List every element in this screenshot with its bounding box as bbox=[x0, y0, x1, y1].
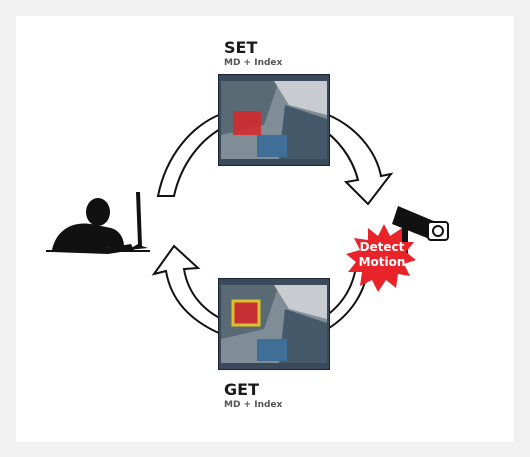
detect-motion-line1: Detect bbox=[359, 240, 405, 254]
get-video-panel bbox=[218, 278, 330, 370]
get-subtitle: MD + Index bbox=[224, 400, 283, 410]
get-motion-region bbox=[231, 299, 261, 327]
arrow-top-left-icon bbox=[156, 112, 228, 197]
arrow-bottom-left-icon bbox=[151, 244, 230, 336]
detect-motion-label: Detect Motion bbox=[342, 240, 422, 270]
set-video-panel bbox=[218, 74, 330, 166]
person-at-computer-icon bbox=[46, 192, 150, 254]
detect-motion-line2: Motion bbox=[358, 255, 406, 269]
detect-motion-starburst bbox=[346, 224, 416, 292]
set-motion-region bbox=[233, 111, 261, 135]
security-camera-icon bbox=[392, 206, 449, 254]
set-title: SET bbox=[224, 38, 258, 57]
arrow-top-right-icon bbox=[319, 112, 394, 206]
set-subtitle: MD + Index bbox=[224, 58, 283, 68]
get-title: GET bbox=[224, 380, 259, 399]
diagram-canvas: SET MD + Index GET MD + Index Detect bbox=[16, 16, 514, 442]
